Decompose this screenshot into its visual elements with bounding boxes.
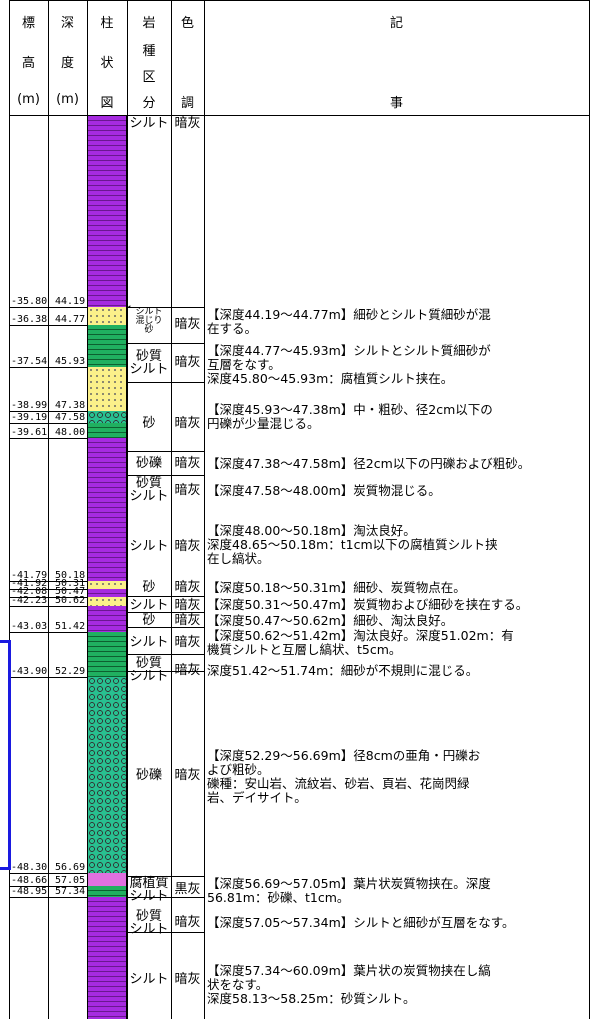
color-label: 暗灰 xyxy=(174,598,201,613)
selection-bracket xyxy=(0,640,11,870)
elevation-value: -48.66 xyxy=(11,875,48,886)
layer-sand xyxy=(88,597,126,606)
color-label: 暗灰 xyxy=(174,613,201,628)
description-entry: 【深度50.18～50.31m】細砂、炭質物点在。 xyxy=(207,580,466,595)
color-label: 暗灰 xyxy=(174,317,201,332)
elevation-value: -42.08 xyxy=(11,586,48,597)
rock-label: シルト xyxy=(129,116,169,131)
layer-sand xyxy=(88,307,126,325)
description-entry: 【深度47.58～48.00m】炭質物混じる。 xyxy=(207,483,441,498)
grid-line xyxy=(48,0,49,1019)
color-label: 暗灰 xyxy=(174,663,201,678)
color-label: 暗灰 xyxy=(174,539,201,554)
description-entry: 【深度50.47～50.62m】細砂、淘汰良好。 xyxy=(207,613,454,628)
color-label: 暗灰 xyxy=(174,635,201,650)
layer-silt xyxy=(88,606,126,632)
layer-silt xyxy=(88,897,126,1019)
elevation-value: -36.38 xyxy=(11,314,48,325)
color-label: 暗灰 xyxy=(174,416,201,431)
grid-line xyxy=(204,0,205,1019)
depth-value: 50.62 xyxy=(55,595,86,606)
elevation-value: -48.95 xyxy=(11,886,48,897)
elevation-value: -37.54 xyxy=(11,356,48,367)
rock-label: シルト xyxy=(129,635,169,650)
grid-line xyxy=(9,0,10,1019)
rock-label: 砂 xyxy=(142,416,156,431)
header-divider xyxy=(9,115,590,116)
layer-gravel xyxy=(88,677,126,873)
color-label: 暗灰 xyxy=(174,915,201,930)
elevation-value: -43.90 xyxy=(11,666,48,677)
layer-sand xyxy=(88,581,126,589)
depth-value: 50.47 xyxy=(55,586,86,597)
elevation-value: -39.61 xyxy=(11,427,48,438)
column-section xyxy=(87,116,127,1019)
color-label: 黒灰 xyxy=(174,882,201,897)
depth-value: 44.19 xyxy=(55,296,86,307)
description-entry: 【深度57.05～57.34m】シルトと細砂が互層をなす。 xyxy=(207,915,515,930)
depth-value: 51.42 xyxy=(55,621,86,632)
depth-value: 57.05 xyxy=(55,875,86,886)
layer-silt xyxy=(88,589,126,597)
color-label: 暗灰 xyxy=(174,456,201,471)
layer-sandy-silt xyxy=(88,325,126,367)
color-label: 暗灰 xyxy=(174,355,201,370)
rock-label: シルト xyxy=(129,972,169,987)
rock-label: 砂 xyxy=(142,580,156,595)
elevation-value: -38.99 xyxy=(11,400,48,411)
depth-value: 50.18 xyxy=(55,570,86,581)
depth-value: 52.29 xyxy=(55,666,86,677)
rock-label: シルト xyxy=(129,598,169,613)
depth-value: 47.58 xyxy=(55,412,86,423)
layer-sand xyxy=(88,367,126,411)
elevation-value: -42.23 xyxy=(11,595,48,606)
depth-value: 47.38 xyxy=(55,400,86,411)
layer-sandy-silt xyxy=(88,886,126,897)
description-entry: 【深度50.31～50.47m】炭質物および細砂を挟在する。 xyxy=(207,597,529,612)
elevation-value: -41.79 xyxy=(11,570,48,581)
rock-label: シルト xyxy=(129,539,169,554)
depth-value: 45.93 xyxy=(55,356,86,367)
depth-value: 57.34 xyxy=(55,886,86,897)
elevation-value: -48.30 xyxy=(11,862,48,873)
elevation-value: -43.03 xyxy=(11,621,48,632)
elevation-value: -39.19 xyxy=(11,412,48,423)
grid-line xyxy=(9,0,590,1)
color-label: 暗灰 xyxy=(174,768,201,783)
grid-line xyxy=(171,0,172,1019)
color-label: 暗灰 xyxy=(174,116,201,131)
layer-sandy-silt xyxy=(88,423,126,438)
rock-label: 砂礫 xyxy=(135,768,162,783)
layer-gravel xyxy=(88,411,126,423)
layer-silt xyxy=(88,438,126,581)
rock-label: 砂礫 xyxy=(135,456,162,471)
color-label: 暗灰 xyxy=(174,580,201,595)
grid-line xyxy=(589,0,590,1019)
rock-label: 砂 xyxy=(142,613,156,628)
color-label: 暗灰 xyxy=(174,972,201,987)
layer-silt xyxy=(88,116,126,307)
color-label: 暗灰 xyxy=(174,483,201,498)
description-entry: 深度51.42～51.74m：細砂が不規則に混じる。 xyxy=(207,663,479,678)
depth-value: 44.77 xyxy=(55,314,86,325)
description-entry: 【深度47.38～47.58m】径2cm以下の円礫および粗砂。 xyxy=(207,456,531,471)
elevation-value: -35.80 xyxy=(11,296,48,307)
depth-value: 50.31 xyxy=(55,578,86,589)
layer-sandy-silt xyxy=(88,632,126,677)
grid-line xyxy=(127,0,128,1019)
layer-humic-silt xyxy=(88,873,126,886)
elevation-value: -41.92 xyxy=(11,578,48,589)
depth-value: 48.00 xyxy=(55,427,86,438)
depth-value: 56.69 xyxy=(55,862,86,873)
